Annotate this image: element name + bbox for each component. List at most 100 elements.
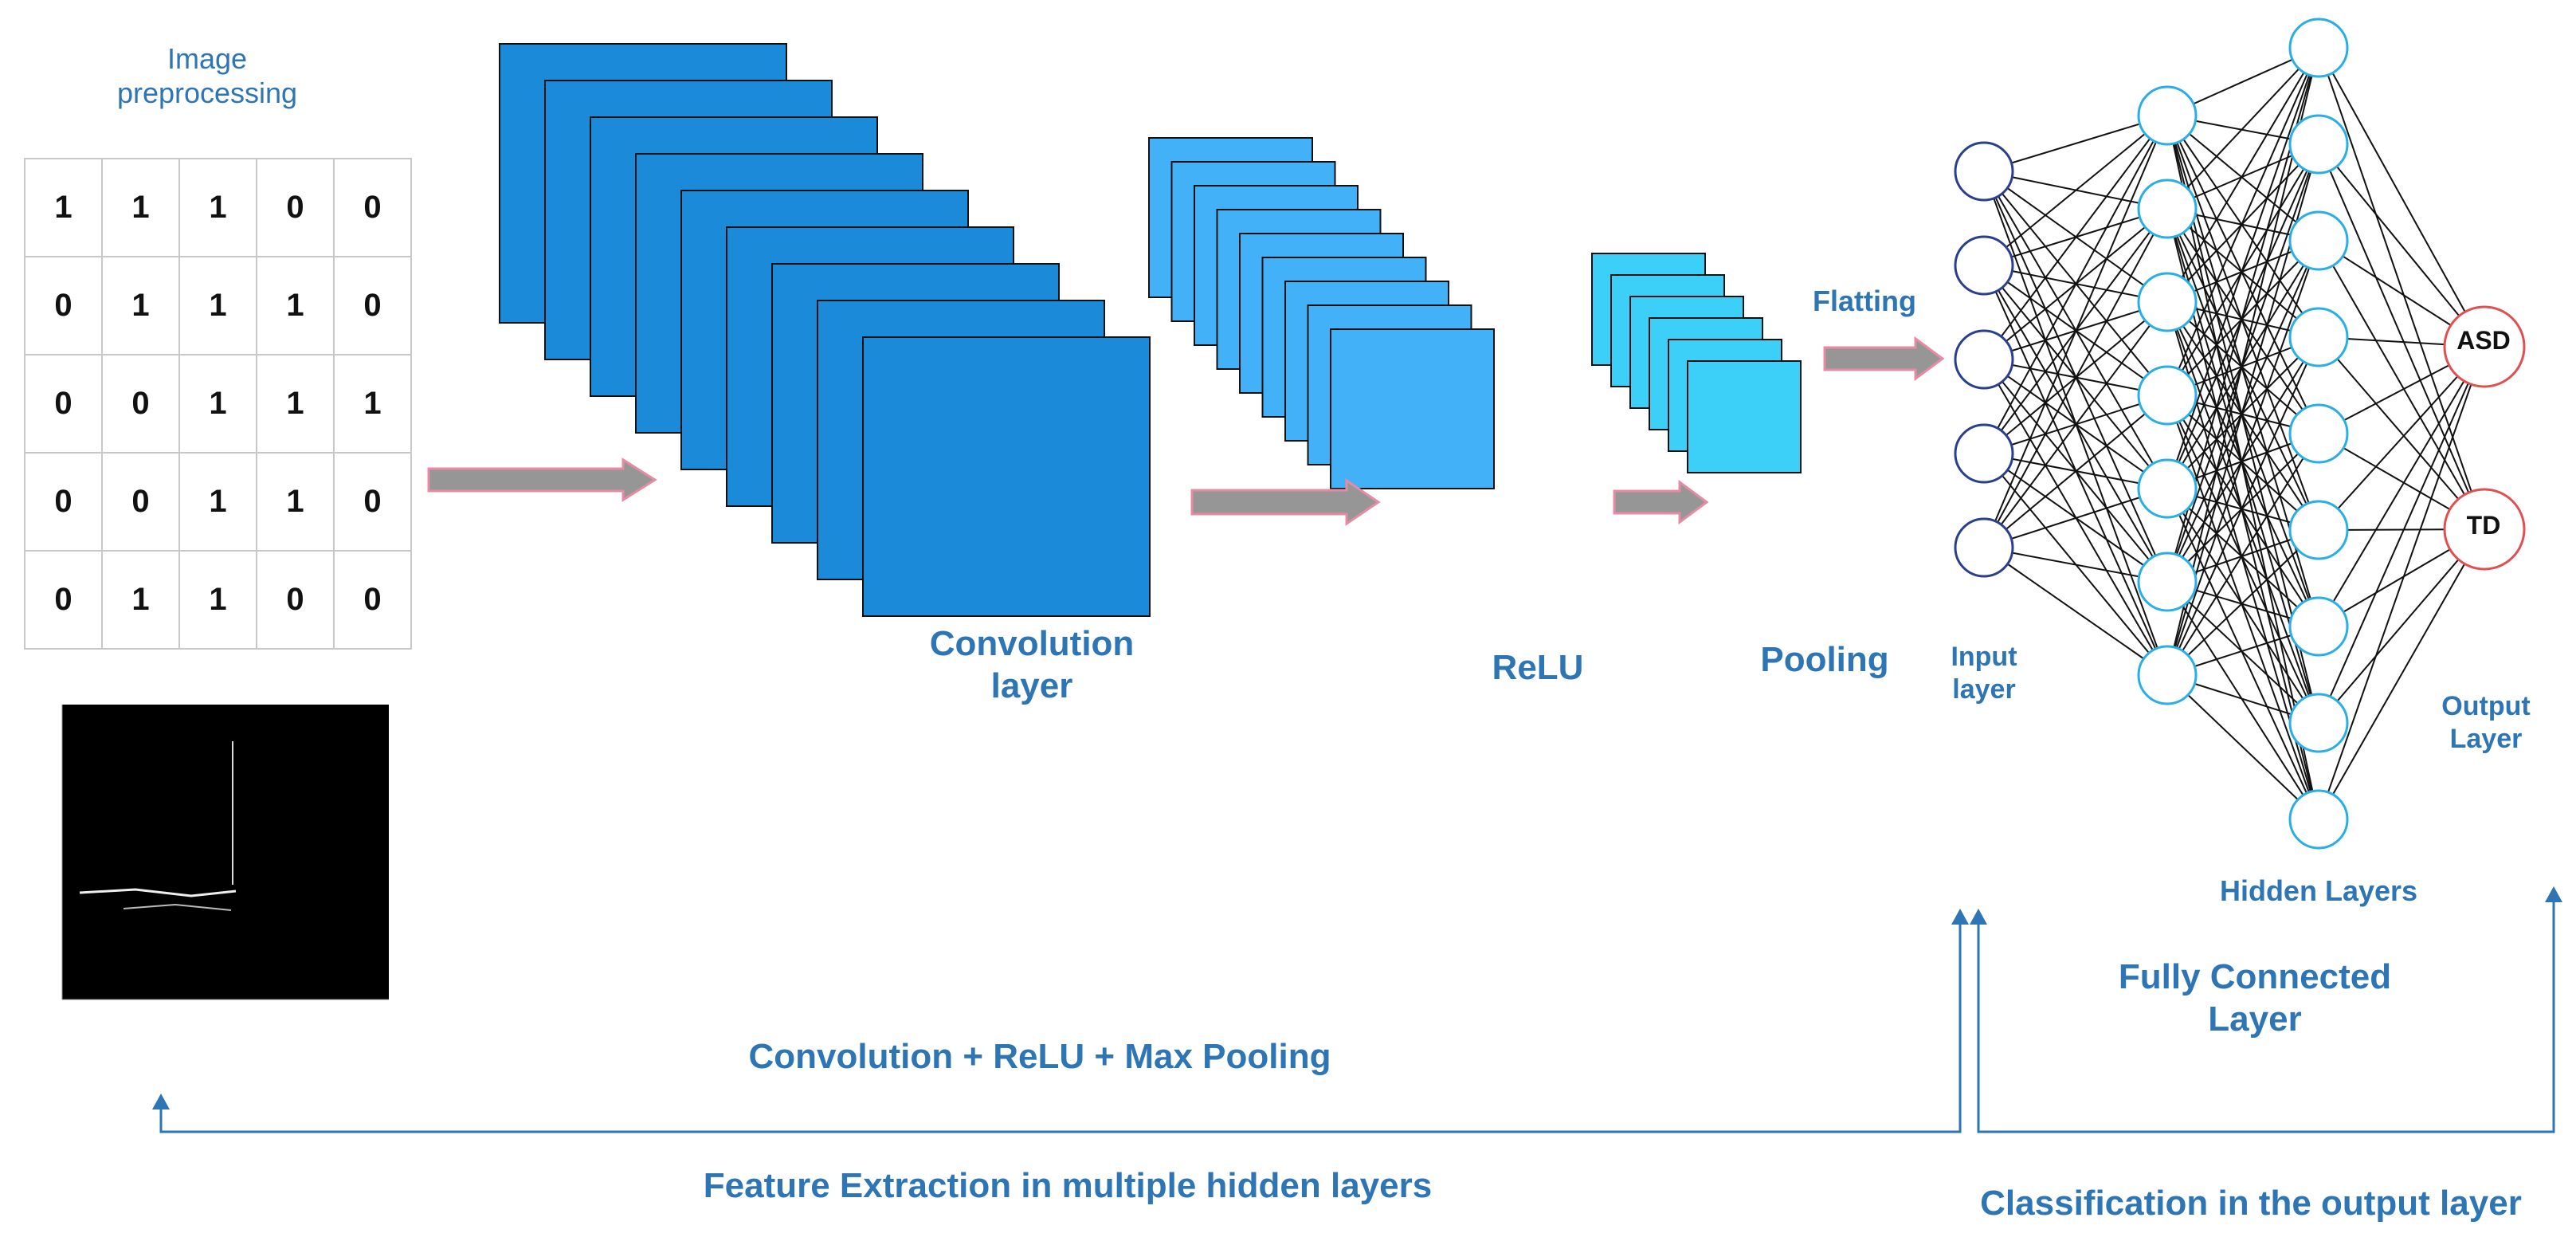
- connection-edge: [2318, 143, 2485, 530]
- output-node: [2443, 305, 2526, 388]
- flow-arrow: [427, 458, 657, 502]
- flow-arrow: [1823, 336, 1945, 382]
- conv-relu-pool-label: Convolution + ReLU + Max Pooling: [748, 1037, 1331, 1076]
- connection-edge: [2166, 488, 2319, 724]
- input-node: [1954, 235, 2014, 296]
- matrix-cell: 1: [178, 354, 257, 454]
- fully-connected-label: Fully Connected Layer: [2118, 957, 2392, 1039]
- matrix-cell: 1: [256, 256, 335, 355]
- pooling-feature-maps: [1591, 253, 1802, 473]
- connection-edge: [2166, 208, 2319, 627]
- matrix-cell: 1: [101, 158, 180, 257]
- input-node: [1954, 329, 2014, 390]
- connection-edge: [2166, 395, 2319, 820]
- connection-edge: [2318, 47, 2485, 348]
- connection-edge: [2166, 529, 2319, 676]
- connection-edge: [2166, 115, 2319, 338]
- connection-edge: [2318, 528, 2485, 724]
- matrix-cell: 0: [256, 158, 335, 257]
- connection-edge: [2166, 208, 2319, 338]
- matrix-cell: 0: [101, 354, 180, 454]
- conv-feature-map: [862, 336, 1151, 617]
- flow-arrowhead: [1951, 909, 1969, 925]
- connection-edge: [1983, 395, 2168, 548]
- flow-line: [1977, 902, 2555, 1133]
- flow-arrow: [1613, 479, 1709, 525]
- hidden-node: [2137, 552, 2198, 612]
- convolution-layer-label: Convolution layer: [929, 624, 1135, 705]
- matrix-cell: 0: [333, 550, 412, 650]
- connection-edge: [2166, 240, 2319, 676]
- hidden-node: [2137, 179, 2198, 239]
- flow-line: [159, 925, 1962, 1133]
- matrix-cell: 1: [101, 550, 180, 650]
- connection-edge: [2166, 208, 2319, 434]
- flow-lines: [152, 886, 2562, 1133]
- matrix-cell: 0: [24, 550, 103, 650]
- connection-edge: [2166, 301, 2319, 531]
- matrix-cell: 0: [333, 452, 412, 552]
- input-node: [1954, 423, 2014, 484]
- connection-edge: [2166, 47, 2319, 303]
- connection-edge: [2166, 581, 2319, 724]
- connection-edge: [2166, 581, 2319, 820]
- flow-arrowhead: [152, 1094, 170, 1109]
- matrix-cell: 0: [24, 354, 103, 454]
- classification-label: Classification in the output layer: [1980, 1184, 2522, 1223]
- matrix-cell: 1: [24, 158, 103, 257]
- td-output-label: TD: [2466, 511, 2501, 540]
- connection-edge: [1983, 547, 2168, 583]
- connection-edge: [2166, 301, 2319, 724]
- network-nodes: [1954, 18, 2526, 850]
- image-preprocessing-label: Image preprocessing: [116, 42, 298, 110]
- connection-edge: [1983, 115, 2168, 360]
- hidden-node: [2288, 210, 2349, 271]
- relu-feature-map: [1330, 328, 1495, 489]
- connection-edge: [2166, 301, 2319, 434]
- hidden-node: [2288, 18, 2349, 78]
- connection-edge: [2166, 674, 2319, 820]
- relu-label: ReLU: [1492, 648, 1584, 687]
- connection-edge: [2166, 336, 2319, 676]
- connection-edge: [2166, 395, 2319, 627]
- connection-edge: [2318, 143, 2485, 348]
- preprocessed-image-thumbnail: [61, 705, 389, 1000]
- matrix-cell: 0: [24, 452, 103, 552]
- matrix-cell: 0: [101, 452, 180, 552]
- flow-arrow: [1190, 478, 1381, 526]
- connection-edge: [2318, 346, 2485, 531]
- connection-edge: [2318, 346, 2485, 724]
- matrix-cell: 1: [178, 452, 257, 552]
- matrix-cell: 0: [256, 550, 335, 650]
- hidden-node: [2137, 272, 2198, 332]
- flow-arrowhead: [2545, 886, 2562, 902]
- asd-output-label: ASD: [2456, 326, 2511, 355]
- connection-edge: [1983, 547, 2168, 676]
- connection-edge: [2318, 240, 2485, 530]
- connection-edge: [1983, 488, 2168, 548]
- input-node: [1954, 141, 2014, 202]
- input-node: [1954, 517, 2014, 578]
- hidden-node: [2288, 789, 2349, 850]
- output-layer-label: Output Layer: [2441, 691, 2531, 754]
- convolution-feature-maps: [499, 43, 1151, 617]
- matrix-cell: 0: [333, 256, 412, 355]
- connection-edge: [2166, 47, 2319, 396]
- flow-arrows: [427, 336, 1945, 526]
- matrix-cell: 1: [333, 354, 412, 454]
- output-node: [2443, 488, 2526, 571]
- connection-edge: [2166, 115, 2319, 242]
- matrix-cell: 1: [256, 354, 335, 454]
- hidden-node: [2288, 693, 2349, 753]
- relu-feature-maps: [1148, 137, 1495, 489]
- hidden-node: [2288, 596, 2349, 657]
- connection-edge: [1983, 115, 2168, 172]
- matrix-cell: 1: [178, 158, 257, 257]
- matrix-cell: 1: [101, 256, 180, 355]
